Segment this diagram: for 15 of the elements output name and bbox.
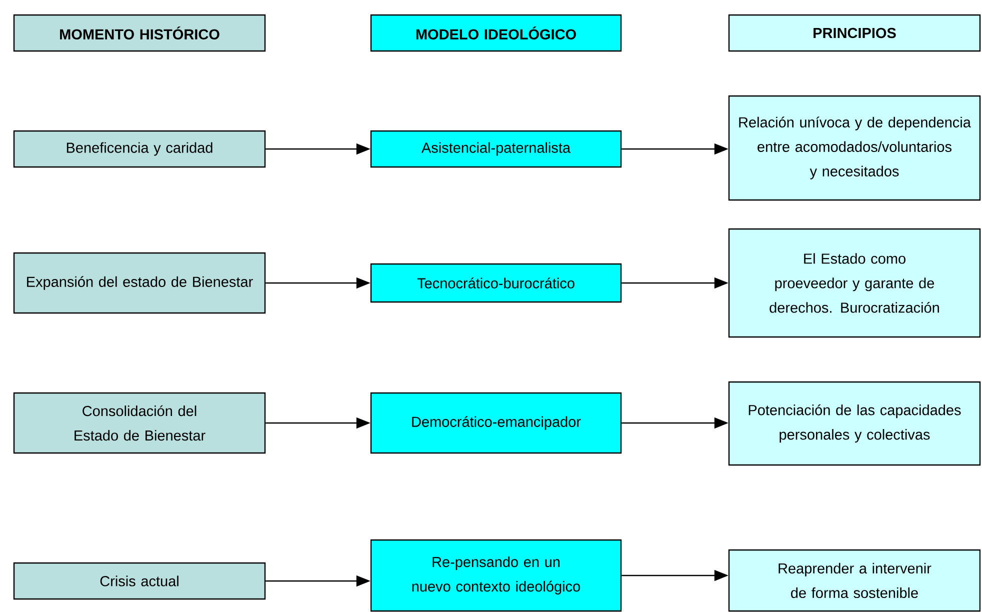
- text-box: Re-pensando en un nuevo contexto ideológico: [370, 539, 622, 612]
- text-box: Expansión del estado de Bienestar: [13, 252, 266, 314]
- text-box: El Estado como proeveedor y garante de derechos. Burocratización: [728, 228, 981, 338]
- column-header: MODELO IDEOLÓGICO: [370, 14, 622, 52]
- text-box: Reaprender a intervenir de forma sostenible: [728, 549, 981, 612]
- column-header: MOMENTO HISTÓRICO: [13, 14, 266, 52]
- column-header: PRINCIPIOS: [728, 14, 981, 52]
- text-box: Consolidación del Estado de Bienestar: [13, 392, 266, 454]
- text-box: Crisis actual: [13, 562, 266, 600]
- text-box: Tecnocrático-burocrático: [370, 263, 622, 303]
- text-box: Beneficencia y caridad: [13, 130, 266, 168]
- text-box: Relación unívoca y de dependencia entre acomodados/voluntarios y necesitados: [728, 95, 981, 201]
- text-box: Potenciación de las capacidades personales y colectivas: [728, 381, 981, 466]
- text-box: Democrático-emancipador: [370, 392, 622, 454]
- text-box: Asistencial-paternalista: [370, 130, 622, 168]
